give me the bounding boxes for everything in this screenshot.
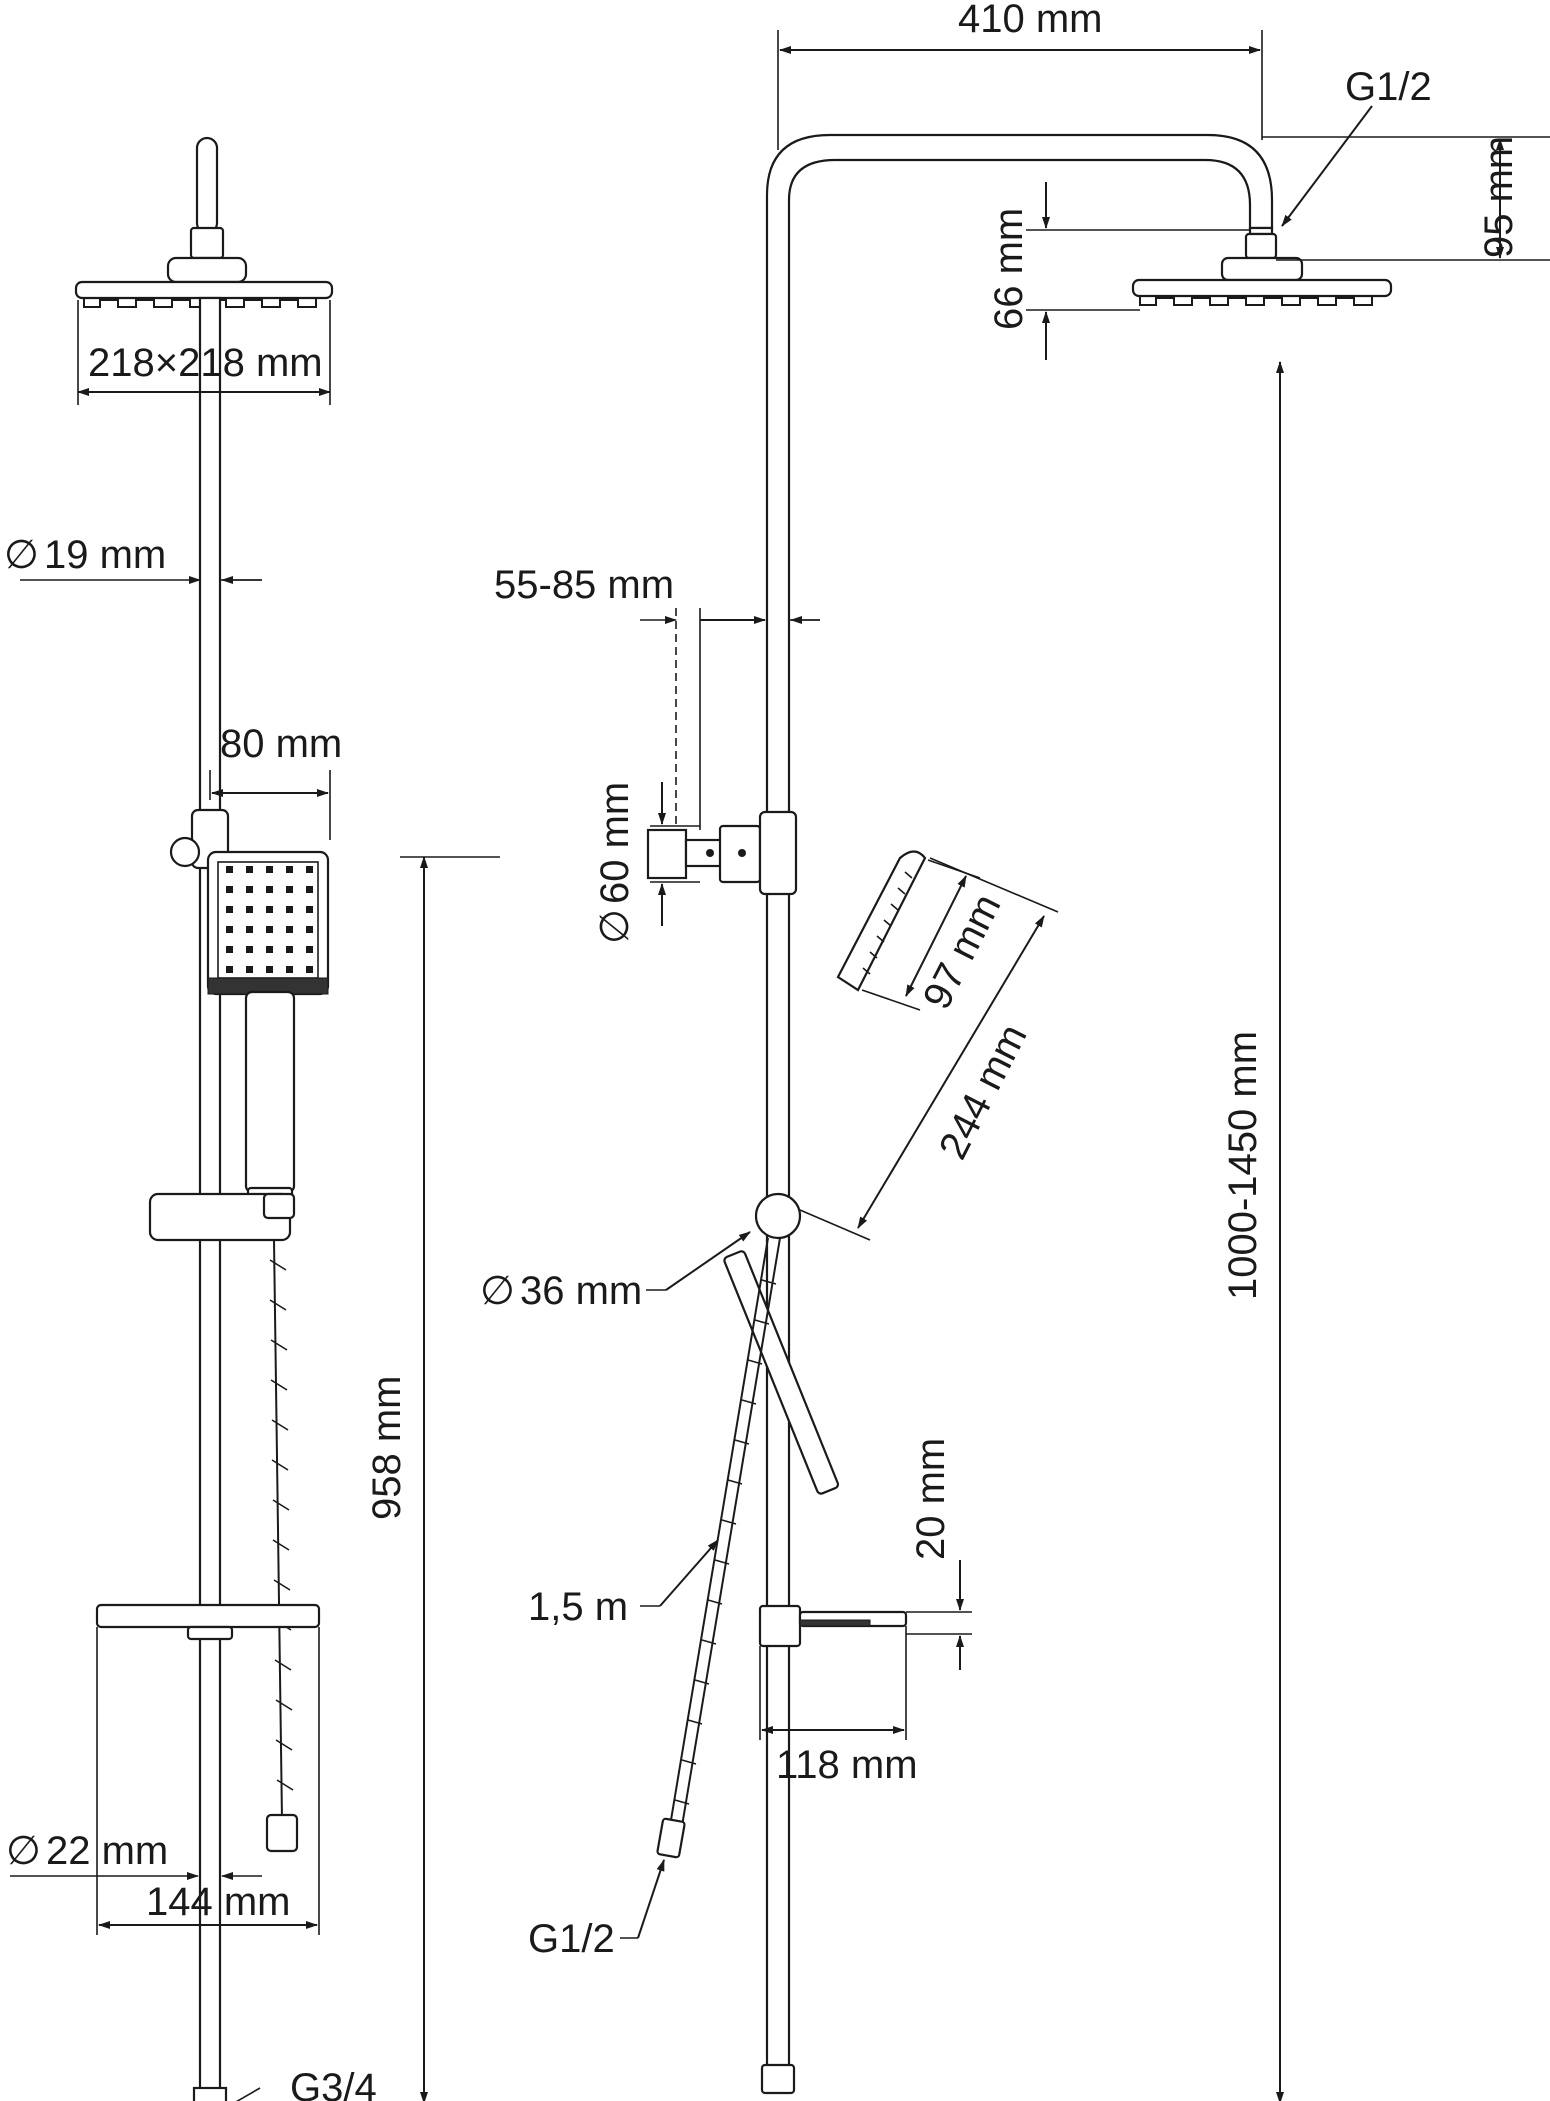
hose-side-2	[677, 1237, 781, 1851]
hand-shower-head-side	[836, 850, 927, 992]
shelf-depth-label: 118 mm	[776, 1743, 918, 1787]
shelf-side-clamp	[758, 1604, 802, 1648]
bottom-fitting	[192, 2086, 228, 2101]
hose-front	[273, 1239, 283, 1821]
rain-shower-head	[74, 280, 334, 300]
shelf-front	[95, 1603, 321, 1629]
hose-thread-label: G1/2	[528, 1917, 615, 1961]
hose-side	[665, 1237, 769, 1851]
head-mount-side	[1220, 256, 1304, 282]
diameter-symbol-60: ∅	[593, 909, 637, 944]
rain-shower-head-side	[1131, 278, 1393, 298]
diameter-symbol-36: ∅	[480, 1269, 515, 1313]
height-958-label: 958 mm	[365, 1376, 409, 1521]
pipe-diameter-label: 19 mm	[44, 533, 166, 577]
top-rod	[195, 136, 219, 235]
hose-front-coil	[269, 1259, 294, 1791]
front-view: 218×218 mm ∅ 19 mm 80 mm 958 mm ∅ 22 mm …	[4, 136, 500, 2101]
riser-bottom-cap	[760, 2063, 796, 2095]
head-connector	[1244, 232, 1278, 260]
diameter-symbol-22: ∅	[6, 1829, 41, 1873]
slide-holder-clip	[262, 1192, 296, 1220]
inlet-thread-label: G3/4	[290, 2066, 377, 2101]
height-range-label: 1000-1450 mm	[1221, 1031, 1265, 1300]
diverter-ball	[754, 1192, 802, 1240]
diameter-symbol-19: ∅	[4, 533, 39, 577]
shelf-height-label: 20 mm	[909, 1438, 953, 1560]
bracket-screw-2	[738, 849, 746, 857]
hose-side-coil	[674, 1279, 777, 1805]
riser-bracket-sleeve	[758, 810, 798, 896]
hose-front-end	[265, 1813, 299, 1853]
holder-offset-label: 80 mm	[220, 722, 342, 766]
top-rod-nut	[189, 226, 225, 260]
hand-shower-length-label: 244 mm	[931, 1017, 1036, 1166]
wall-bracket-plate	[646, 828, 688, 880]
head-thread-label: G1/2	[1345, 65, 1432, 109]
head-drop-label: 66 mm	[987, 208, 1031, 330]
shelf-side-lip	[799, 1619, 871, 1627]
hand-shower-face	[217, 861, 319, 979]
head-width-label: 218×218 mm	[88, 341, 323, 385]
hose-side-end	[656, 1817, 686, 1859]
bracket-screw	[706, 849, 714, 857]
hand-shower-side	[723, 1250, 840, 1495]
shelf-width-label: 144 mm	[146, 1880, 291, 1924]
holder-knob	[169, 836, 201, 868]
shelf-front-clamp	[186, 1625, 234, 1641]
arm-length-label: 410 mm	[958, 0, 1103, 41]
bracket-diameter-label: 60 mm	[593, 782, 637, 904]
wall-distance-label: 55-85 mm	[494, 563, 674, 607]
arm-drop-label: 95 mm	[1477, 136, 1521, 258]
riser-arm	[765, 133, 1274, 2092]
hose-length-label: 1,5 m	[528, 1585, 628, 1629]
rain-head-side-nozzles	[1139, 296, 1373, 306]
hand-shower-handle	[244, 990, 296, 1194]
side-view: 410 mm G1/2 95 mm 66 mm 55-85 mm ∅ 60 mm	[480, 0, 1550, 2101]
head-mount-plate	[166, 256, 248, 284]
bottom-pipe-diameter-label: 22 mm	[46, 1829, 168, 1873]
diverter-diameter-label: 36 mm	[520, 1269, 642, 1313]
